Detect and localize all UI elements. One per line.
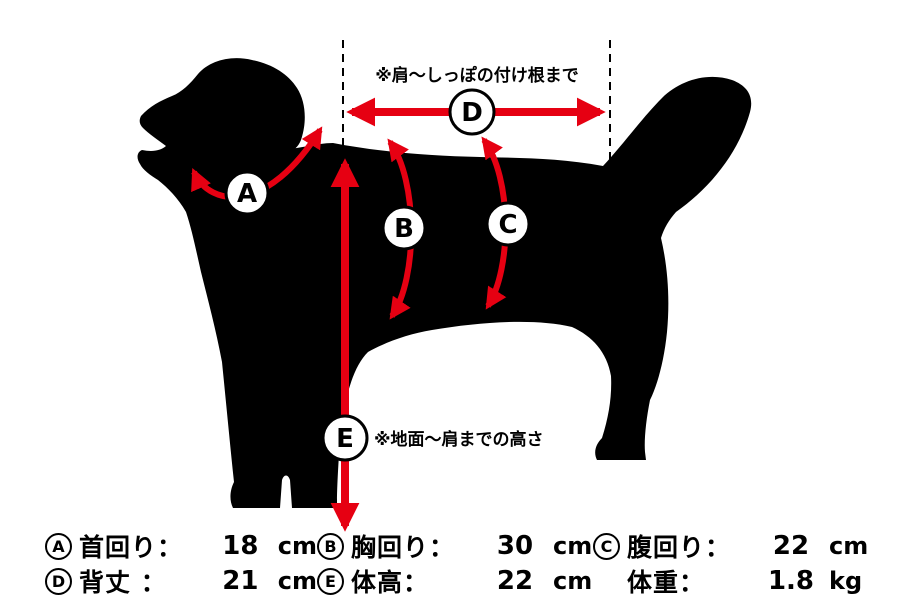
measurement-waist: C 腹回り： 22 cm <box>593 528 868 564</box>
measurement-chest: B 胸回り： 30 cm <box>317 528 593 564</box>
measurement-value: 18 <box>222 531 259 561</box>
marker-a-letter: A <box>237 179 257 209</box>
marker-e-letter: E <box>336 424 354 454</box>
marker-a-circle <box>224 170 270 216</box>
marker-d-circle <box>448 88 496 136</box>
marker-b-circle <box>381 205 427 251</box>
measurement-unit: cm <box>277 532 317 560</box>
measurement-label: 首回り： <box>79 533 184 562</box>
measurement-value: 22 <box>496 566 534 596</box>
measurement-value: 1.8 <box>767 566 815 596</box>
measurement-unit: cm <box>277 567 317 595</box>
marker-letter: A <box>52 536 65 556</box>
measurement-value: 21 <box>222 566 259 596</box>
measurement-value: 30 <box>496 531 534 561</box>
marker-letter: D <box>51 571 66 591</box>
measurement-unit: cm <box>553 567 593 595</box>
marker-c-letter: C <box>498 210 517 240</box>
measurement-unit: cm <box>553 532 593 560</box>
marker-letter: B <box>324 536 337 556</box>
marker-d-badge: D <box>45 567 72 595</box>
marker-b-letter: B <box>394 214 414 244</box>
marker-b-badge: B <box>317 532 344 560</box>
measurement-unit: kg <box>829 567 863 595</box>
height-note: ※地面〜肩までの高さ <box>374 429 544 450</box>
measurement-label: 体高： <box>351 568 430 597</box>
measurement-unit: cm <box>829 532 869 560</box>
marker-c-badge: C <box>593 532 620 560</box>
marker-c-circle <box>485 201 531 247</box>
measurement-neck: A 首回り： 18 cm <box>45 528 317 564</box>
measurement-back-length: D 背丈 ： 21 cm <box>45 563 317 599</box>
marker-e-badge: E <box>317 567 344 595</box>
marker-e-circle <box>321 414 369 462</box>
marker-d-letter: D <box>461 98 483 128</box>
measurement-value: 22 <box>772 531 810 561</box>
marker-letter: E <box>325 571 336 591</box>
measurement-weight: 体重： 1.8 kg <box>593 563 862 599</box>
measurement-row-1: A 首回り： 18 cm B 胸回り： 30 cm C 腹回り： 22 cm <box>45 529 868 563</box>
measurement-label: 体重： <box>627 568 706 597</box>
back-length-note: ※肩〜しっぽの付け根まで <box>375 65 579 86</box>
measurement-row-2: D 背丈 ： 21 cm E 体高： 22 cm 体重： 1.8 kg <box>45 564 862 598</box>
measurement-label: 背丈 ： <box>79 568 167 597</box>
measurement-label: 胸回り： <box>351 533 456 562</box>
marker-a-badge: A <box>45 532 72 560</box>
marker-letter: C <box>600 536 613 556</box>
measurement-height: E 体高： 22 cm <box>317 563 593 599</box>
measurement-label: 腹回り： <box>627 533 732 562</box>
